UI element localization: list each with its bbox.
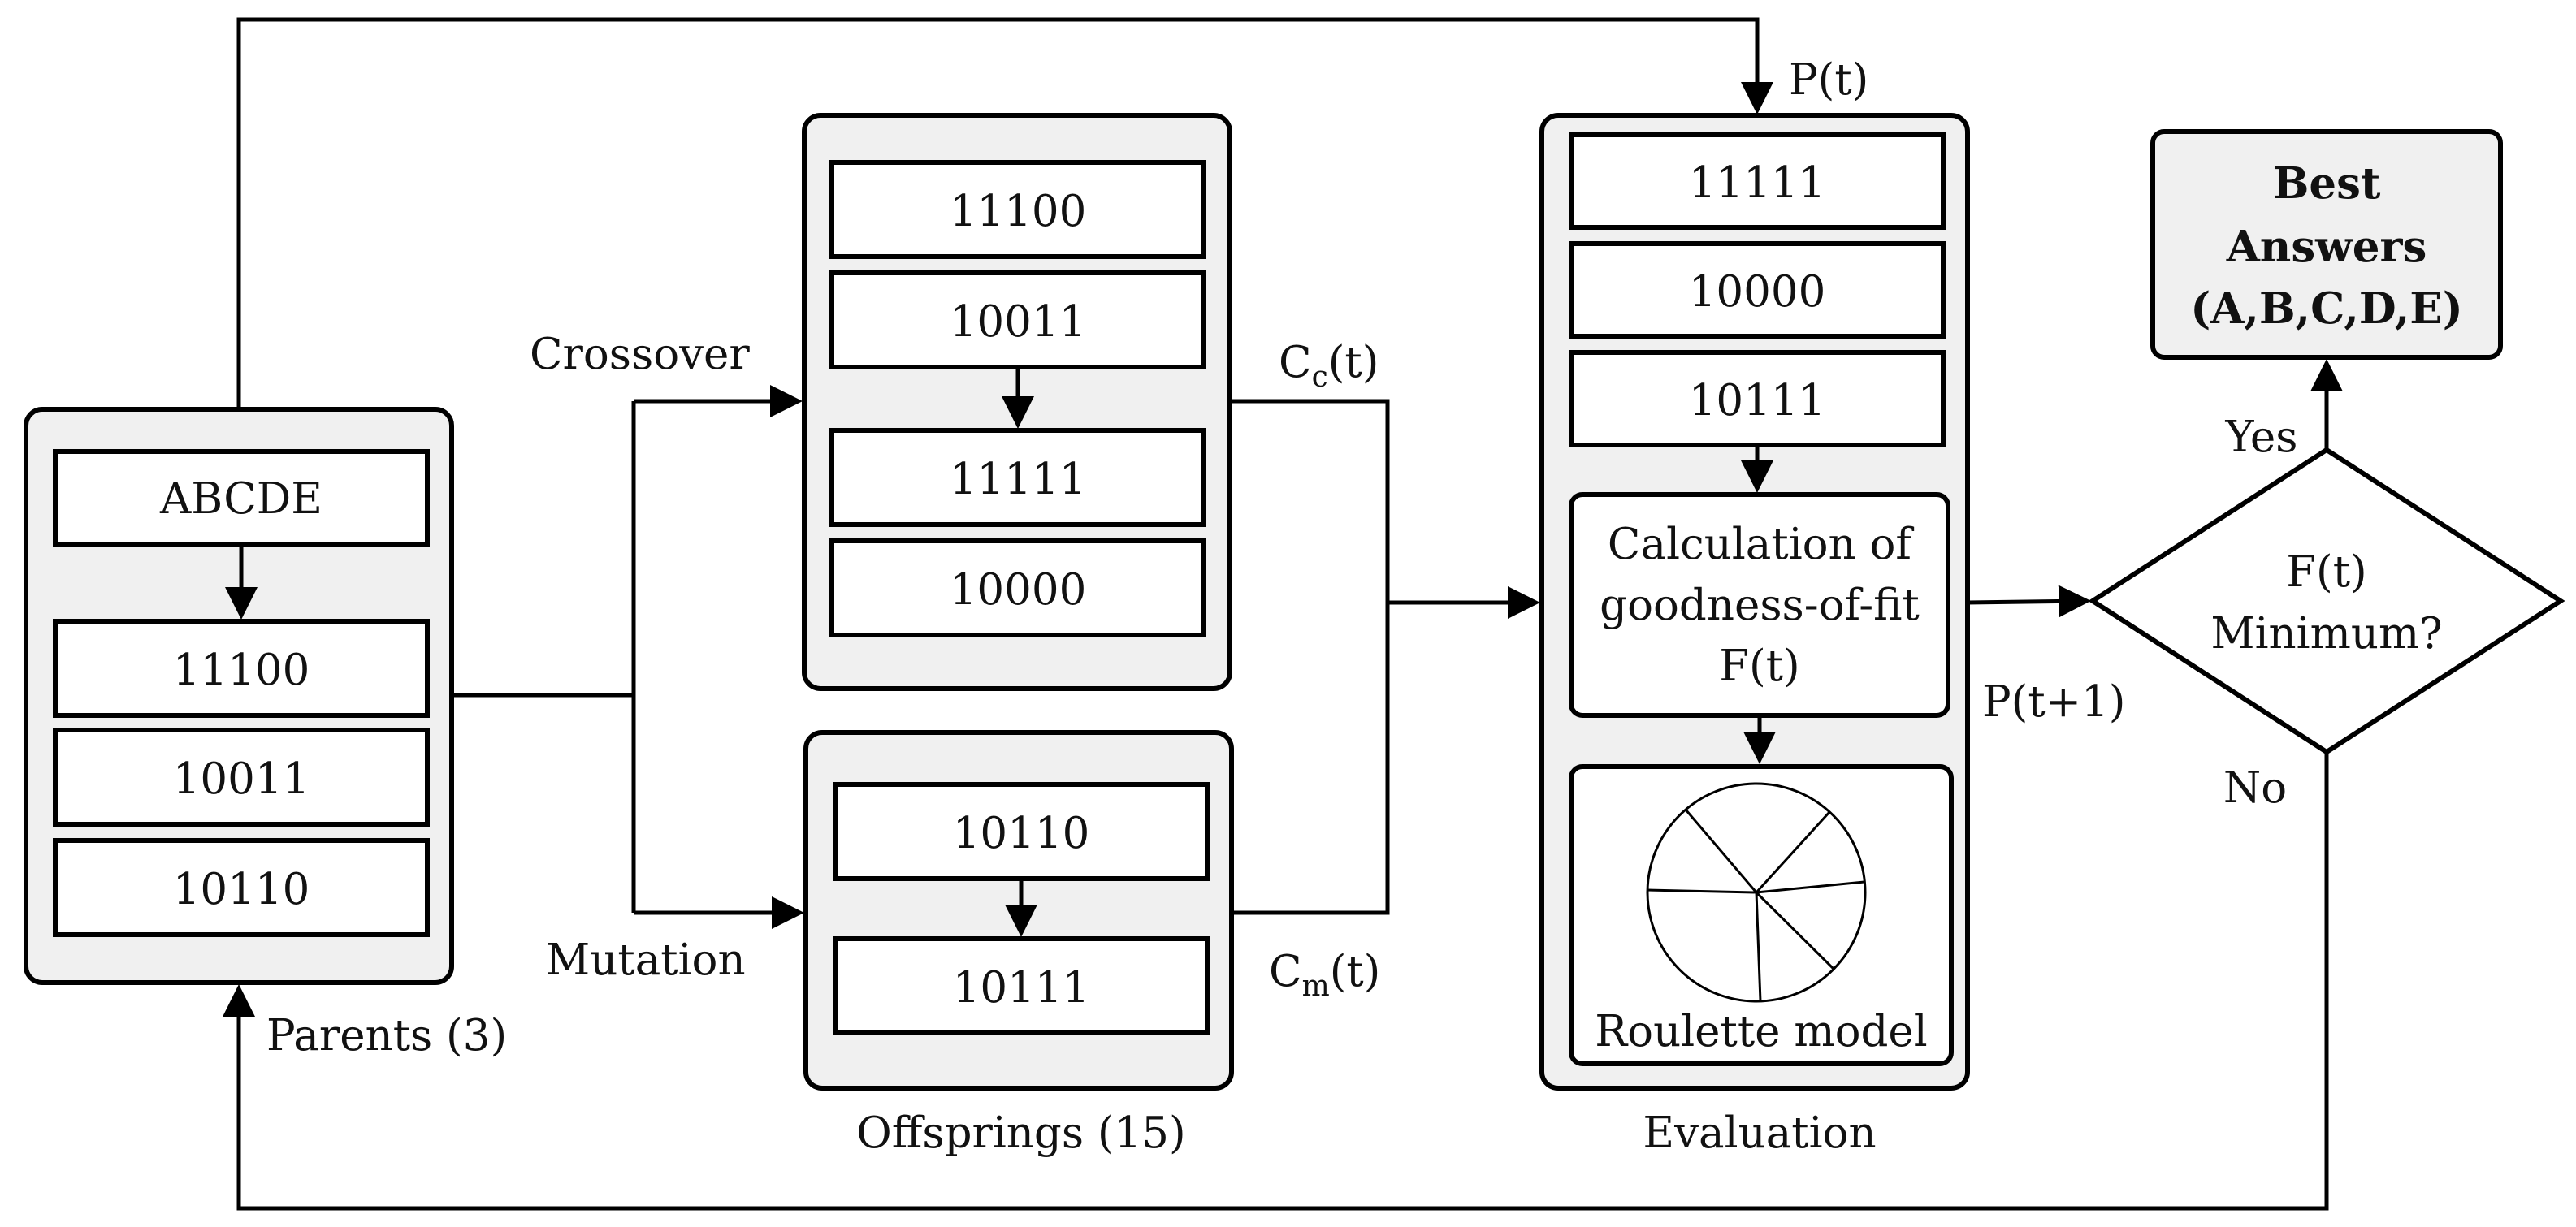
crossover-before-1: 11100 — [950, 187, 1087, 236]
decision-input-arrow — [1967, 585, 2091, 618]
parents-item-2: 10011 — [173, 754, 310, 804]
crossover-label: Crossover — [530, 330, 750, 379]
evaluation-group: 11111 10000 10111 Calculation of goodnes… — [1539, 113, 1970, 1091]
parents-item-3-cell — [53, 838, 430, 937]
evaluation-label: Evaluation — [1643, 1108, 1876, 1158]
decision-line-1: F(t) — [2286, 547, 2366, 597]
parents-item-3: 10110 — [173, 865, 310, 914]
parents-item-1: 11100 — [173, 646, 310, 695]
decision-line-2: Minimum? — [2210, 609, 2442, 659]
best-answers-line-2: Answers — [2226, 222, 2427, 272]
roulette-wheel-icon — [1646, 782, 1867, 1003]
decision-yes-label: Yes — [2225, 413, 2298, 462]
mutation-output-label: Cm(t) — [1269, 947, 1380, 1003]
roulette-label: Roulette model — [1595, 1007, 1927, 1056]
mutation-after: 10111 — [953, 963, 1090, 1013]
crossover-after-1-cell — [829, 428, 1206, 527]
decision-no-label: No — [2223, 763, 2287, 813]
parents-label: Parents (3) — [266, 1011, 507, 1061]
offsprings-label: Offsprings (15) — [856, 1108, 1185, 1158]
mutation-before-cell — [833, 782, 1210, 881]
roulette-cell — [1569, 764, 1954, 1066]
evaluation-output-label: P(t+1) — [1982, 677, 2125, 727]
decision-diamond: F(t) Minimum? — [2088, 447, 2565, 755]
parents-header-cell — [53, 449, 430, 547]
crossover-after-2: 10000 — [950, 565, 1087, 615]
mutation-group: 10110 10111 — [803, 730, 1234, 1091]
parents-item-2-cell — [53, 728, 430, 827]
parents-header-text: ABCDE — [159, 474, 323, 524]
evaluation-item-3: 10111 — [1689, 376, 1826, 426]
crossover-before-1-cell — [829, 160, 1206, 259]
offspring-merge-line — [1230, 399, 1390, 915]
parents-group: ABCDE 11100 10011 10110 — [24, 407, 454, 985]
calculation-line-2: goodness-of-fit — [1600, 581, 1920, 630]
crossover-before-2-cell — [829, 270, 1206, 369]
best-answers-line-1: Best — [2273, 158, 2381, 209]
evaluation-item-1-cell — [1569, 132, 1946, 230]
calculation-line-1: Calculation of — [1608, 520, 1915, 569]
crossover-before-2: 10011 — [950, 297, 1087, 347]
feedback-arrow-to-evaluation — [236, 17, 1773, 409]
best-answers-line-3: (A,B,C,D,E) — [2190, 283, 2463, 334]
crossover-after-2-cell — [829, 538, 1206, 637]
best-answers-box: Best Answers (A,B,C,D,E) — [2150, 129, 2503, 360]
evaluation-item-2: 10000 — [1689, 267, 1826, 317]
mutation-before: 10110 — [953, 809, 1090, 858]
calculation-line-3: F(t) — [1719, 642, 1799, 691]
mutation-after-cell — [833, 936, 1210, 1035]
parents-item-1-cell — [53, 619, 430, 718]
crossover-group: 11100 10011 11111 10000 — [802, 113, 1232, 691]
crossover-output-label: Cc(t) — [1279, 338, 1379, 394]
evaluation-item-1: 11111 — [1689, 158, 1826, 208]
no-loop-arrow — [223, 752, 2329, 1211]
mutation-label: Mutation — [546, 935, 746, 985]
crossover-after-1: 11111 — [950, 455, 1087, 504]
evaluation-item-2-cell — [1569, 241, 1946, 339]
evaluation-input-label: P(t) — [1789, 55, 1868, 105]
